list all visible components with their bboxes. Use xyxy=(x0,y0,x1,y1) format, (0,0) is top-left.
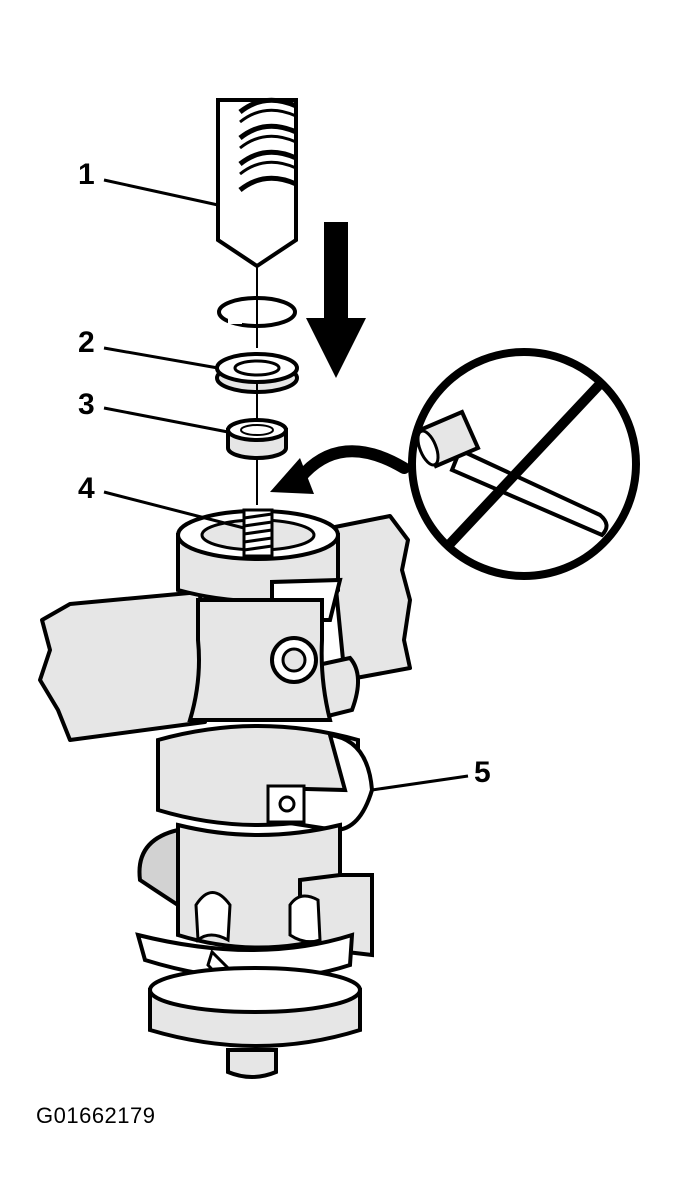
gear-housing xyxy=(38,508,412,1079)
leader-2 xyxy=(103,346,219,370)
leader-5 xyxy=(371,774,469,792)
installer-tool xyxy=(216,97,298,300)
leader-4 xyxy=(103,490,245,530)
callout-4: 4 xyxy=(78,472,95,505)
leader-3 xyxy=(103,406,229,434)
leader-lines xyxy=(103,178,469,792)
leader-1 xyxy=(103,178,219,207)
snap-ring xyxy=(217,296,297,348)
figure-id: G01662179 xyxy=(36,1103,156,1128)
seal-part xyxy=(215,352,299,420)
down-arrow-icon xyxy=(306,222,366,378)
curved-arrow-icon xyxy=(270,445,410,494)
callout-3: 3 xyxy=(78,388,95,421)
callout-1: 1 xyxy=(78,158,95,191)
bearing-part xyxy=(226,418,288,505)
callout-5: 5 xyxy=(474,756,491,789)
no-hammer-icon xyxy=(408,348,640,580)
callout-2: 2 xyxy=(78,326,95,359)
